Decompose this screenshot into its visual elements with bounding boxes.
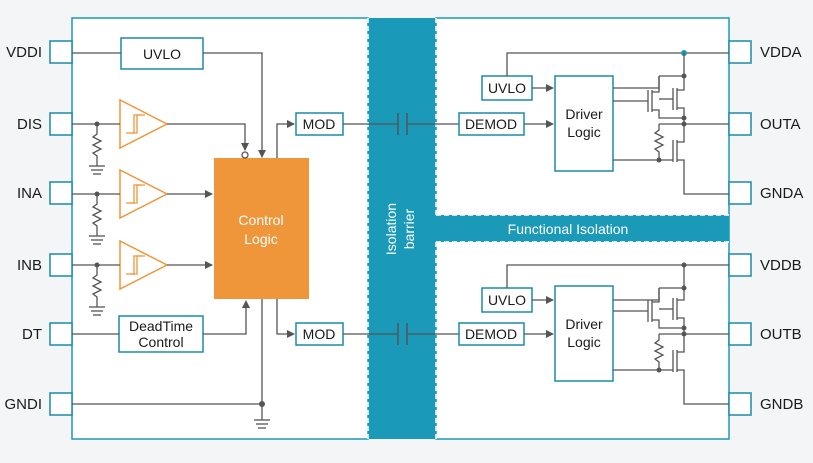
pin-dt	[49, 322, 73, 346]
pin-dis	[49, 112, 73, 136]
deadtime-control-label-1: DeadTime	[129, 318, 193, 334]
uvlo-input-label: UVLO	[143, 46, 181, 62]
isolation-barrier-label-2: barrier	[401, 208, 417, 249]
pin-vdda	[728, 40, 752, 64]
uvlo-b-label: UVLO	[488, 292, 526, 308]
pin-gndi	[49, 392, 73, 416]
control-logic-label-2: Logic	[244, 231, 277, 247]
functional-isolation-band	[436, 215, 729, 242]
uvlo-b-block	[481, 287, 533, 313]
uvlo-input-block	[120, 37, 204, 70]
driver-logic-b-label-1: Driver	[565, 316, 603, 332]
isolation-barrier-label-1: Isolation	[383, 203, 399, 255]
pin-gnda	[728, 181, 752, 205]
pin-gndb	[728, 392, 752, 416]
pin-label-outb: OUTB	[760, 326, 802, 343]
mod-a-label: MOD	[303, 116, 336, 132]
control-logic-block	[214, 158, 309, 299]
isolation-capacitor-b	[343, 323, 459, 345]
channel-b-wiring	[506, 262, 729, 405]
isolation-barrier	[368, 18, 436, 439]
input-wiring	[72, 121, 249, 316]
demod-a-label: DEMOD	[465, 116, 517, 132]
pin-label-dt: DT	[22, 326, 42, 343]
vddi-wiring	[72, 52, 266, 158]
pin-label-gndi: GNDI	[5, 396, 43, 413]
driver-logic-a-label-2: Logic	[567, 124, 600, 140]
gndi-wiring	[72, 299, 270, 429]
uvlo-a-label: UVLO	[488, 80, 526, 96]
driver-logic-a-label-1: Driver	[565, 106, 603, 122]
pin-vddb	[728, 253, 752, 277]
pin-outa	[728, 112, 752, 136]
driver-logic-b-label-2: Logic	[567, 334, 600, 350]
pin-label-gndb: GNDB	[760, 396, 803, 413]
pin-label-dis: DIS	[17, 116, 42, 133]
isolation-capacitor-a	[343, 113, 459, 135]
dis-inversion-bubble	[241, 151, 249, 159]
deadtime-control-block	[118, 315, 204, 353]
pin-label-gnda: GNDA	[760, 185, 803, 202]
pin-vddi	[49, 40, 73, 64]
deadtime-control-label-2: Control	[138, 334, 183, 350]
pin-label-outa: OUTA	[760, 116, 801, 133]
driver-logic-a-block	[554, 75, 614, 172]
mod-b-label: MOD	[303, 326, 336, 342]
dt-wiring	[72, 300, 250, 335]
functional-isolation-label: Functional Isolation	[508, 221, 629, 237]
pin-label-inb: INB	[17, 257, 42, 274]
demod-b-label: DEMOD	[465, 326, 517, 342]
pin-inb	[49, 253, 73, 277]
control-to-mod-wiring	[276, 120, 295, 338]
pin-label-ina: INA	[17, 185, 42, 202]
channel-a-wiring	[506, 50, 729, 195]
pin-outb	[728, 322, 752, 346]
pin-label-vddi: VDDI	[6, 44, 42, 61]
pin-label-vdda: VDDA	[760, 44, 802, 61]
pin-ina	[49, 181, 73, 205]
control-logic-label-1: Control	[238, 212, 283, 228]
driver-logic-b-block	[554, 285, 614, 382]
pin-label-vddb: VDDB	[760, 257, 802, 274]
